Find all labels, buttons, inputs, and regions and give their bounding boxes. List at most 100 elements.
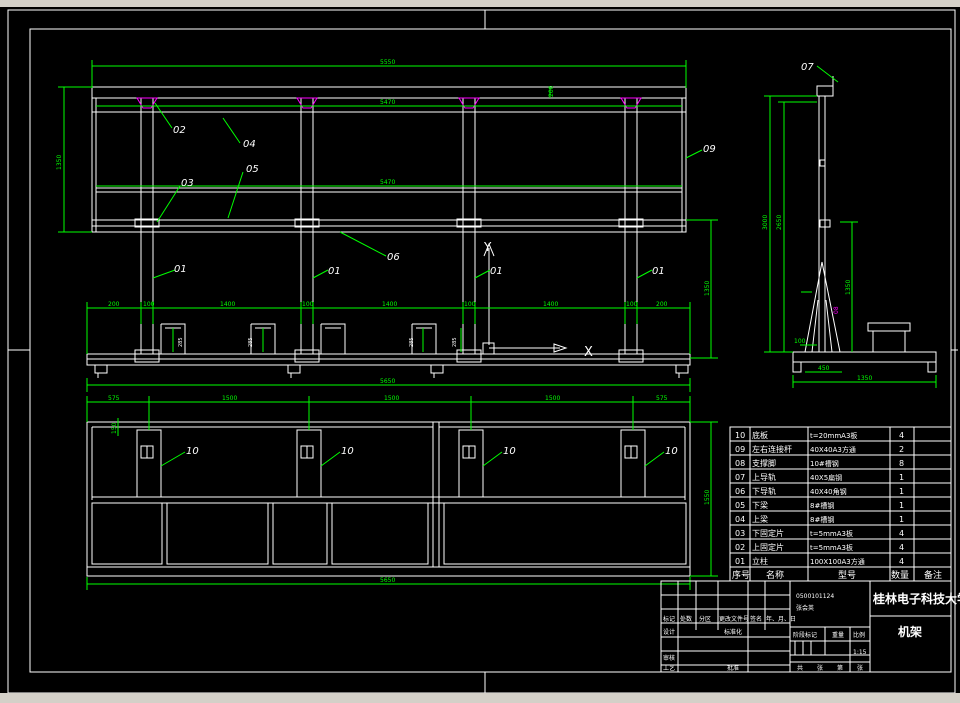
callout-01a: 01 — [174, 264, 187, 275]
side-dim-upper: 2650 — [776, 215, 783, 230]
bom-cell-no: 01 — [735, 557, 745, 566]
callout-10c: 10 — [503, 446, 516, 457]
bom-cell-spec: 8#槽钢 — [810, 501, 834, 510]
callout-02: 02 — [173, 125, 186, 136]
bom-header-note: 备注 — [924, 569, 942, 581]
bom-cell-no: 02 — [735, 543, 745, 552]
bom-cell-qty: 4 — [899, 543, 904, 552]
tb-r3-0: 阶段标记 — [793, 631, 817, 639]
bom-cell-name: 立柱 — [752, 556, 768, 566]
dim-lower-rail: 5470 — [380, 179, 395, 186]
bom-cell-name: 下固定片 — [752, 528, 784, 538]
bom-cell-no: 08 — [735, 459, 745, 468]
bom-cell-no: 10 — [735, 431, 745, 440]
bom-cell-no: 07 — [735, 473, 745, 482]
tb-r1-4: 签名 — [750, 615, 762, 623]
bom-cell-qty: 4 — [899, 529, 904, 538]
drawing-title: 机架 — [898, 624, 922, 639]
front-view: Y X — [56, 59, 718, 392]
top-dim-total: 5650 — [380, 577, 395, 584]
side-dim-total: 3000 — [762, 215, 769, 230]
dim-right-height: 1350 — [704, 281, 711, 296]
tb-r1-1: 处数 — [680, 615, 692, 623]
bom-header-no: 序号 — [732, 569, 750, 581]
title-block — [660, 580, 952, 673]
tb-student-id: 0500101124 — [796, 593, 834, 600]
dim-stand-total: 5650 — [380, 378, 395, 385]
callout-03: 03 — [181, 178, 194, 189]
top-view: 575 1500 1500 1500 575 5650 1550 150 10 … — [86, 395, 718, 590]
bom-cell-qty: 1 — [899, 501, 904, 510]
top-dim-seg-3: 1500 — [384, 395, 399, 402]
bom-cell-qty: 1 — [899, 515, 904, 524]
dim-bracket-1: 285 — [178, 337, 184, 347]
dim-seg-3: 1400 — [220, 301, 235, 308]
top-dim-small: 150 — [111, 422, 118, 434]
bom-cell-qty: 4 — [899, 557, 904, 566]
window-bottom-bar — [0, 693, 960, 703]
bom-cell-spec: 40X5扁钢 — [810, 473, 842, 482]
bom-cell-no: 09 — [735, 445, 745, 454]
callout-04: 04 — [243, 139, 256, 150]
bom-cell-spec: 40X40角钢 — [810, 487, 847, 496]
bom-cell-spec: 10#槽钢 — [810, 459, 839, 468]
callout-10a: 10 — [186, 446, 199, 457]
bom-cell-spec: t=5mmA3板 — [810, 529, 853, 538]
dim-bracket-3: 285 — [409, 337, 415, 347]
dim-seg-4: 100 — [302, 301, 314, 308]
side-view: 3000 2650 1350 100 450 1350 08 07 — [762, 62, 937, 388]
dim-top-overall: 5550 — [380, 59, 395, 66]
top-dim-seg-1: 575 — [108, 395, 120, 402]
bom-cell-no: 05 — [735, 501, 745, 510]
bom-cell-qty: 1 — [899, 473, 904, 482]
tb-r3-2: 比例 — [853, 631, 865, 639]
bom-cell-no: 03 — [735, 529, 745, 538]
bom-header-name: 名称 — [766, 569, 784, 581]
dim-seg-2: 100 — [143, 301, 155, 308]
callout-10d: 10 — [665, 446, 678, 457]
tb-r5-0: 工艺 — [663, 664, 675, 672]
bom-cell-name: 下梁 — [752, 501, 768, 510]
callout-05: 05 — [246, 164, 259, 175]
tb-r6-2: 第 — [837, 664, 843, 672]
dim-small-v: 200 — [548, 85, 555, 97]
tb-r4-0: 审核 — [663, 654, 675, 662]
dim-seg-1: 200 — [108, 301, 120, 308]
dim-seg-5: 1400 — [382, 301, 397, 308]
tb-r1-0: 标记 — [663, 615, 675, 623]
dim-bracket-4: 285 — [452, 337, 458, 347]
callout-01c: 01 — [490, 266, 503, 277]
top-dim-depth: 1550 — [704, 490, 711, 505]
tb-r2-0: 设计 — [663, 628, 675, 636]
axis-x-label: X — [584, 345, 593, 360]
bom-cell-name: 上梁 — [752, 515, 768, 524]
bom-cell-qty: 2 — [899, 445, 904, 454]
tb-r1-3: 更改文件号 — [719, 615, 749, 623]
window-top-bar — [0, 0, 960, 7]
university-name: 桂林电子科技大学 — [872, 591, 960, 606]
side-dim-base-b: 1350 — [857, 375, 872, 382]
tb-r3-1: 重量 — [832, 631, 844, 639]
callout-01b: 01 — [328, 266, 341, 277]
dim-seg-6: 100 — [464, 301, 476, 308]
callout-09: 09 — [703, 144, 716, 155]
tb-r2-1: 标准化 — [724, 628, 742, 636]
top-dim-seg-4: 1500 — [545, 395, 560, 402]
bom-cell-name: 底板 — [752, 430, 768, 440]
dim-upper-rail: 5470 — [380, 99, 395, 106]
bom-cell-no: 04 — [735, 515, 745, 524]
callout-01d: 01 — [652, 266, 665, 277]
tb-r6-1: 张 — [817, 664, 823, 672]
bom-header-qty: 数量 — [891, 569, 909, 581]
side-label-08: 08 — [833, 306, 840, 314]
bom-cell-name: 左右连接杆 — [752, 444, 792, 454]
dim-bracket-2: 285 — [248, 337, 254, 347]
callout-10b: 10 — [341, 446, 354, 457]
side-dim-small: 100 — [794, 338, 806, 345]
callout-06: 06 — [387, 252, 400, 263]
bom-cell-spec: 40X40A3方通 — [810, 445, 856, 454]
top-dim-seg-2: 1500 — [222, 395, 237, 402]
bom-cell-qty: 1 — [899, 487, 904, 496]
